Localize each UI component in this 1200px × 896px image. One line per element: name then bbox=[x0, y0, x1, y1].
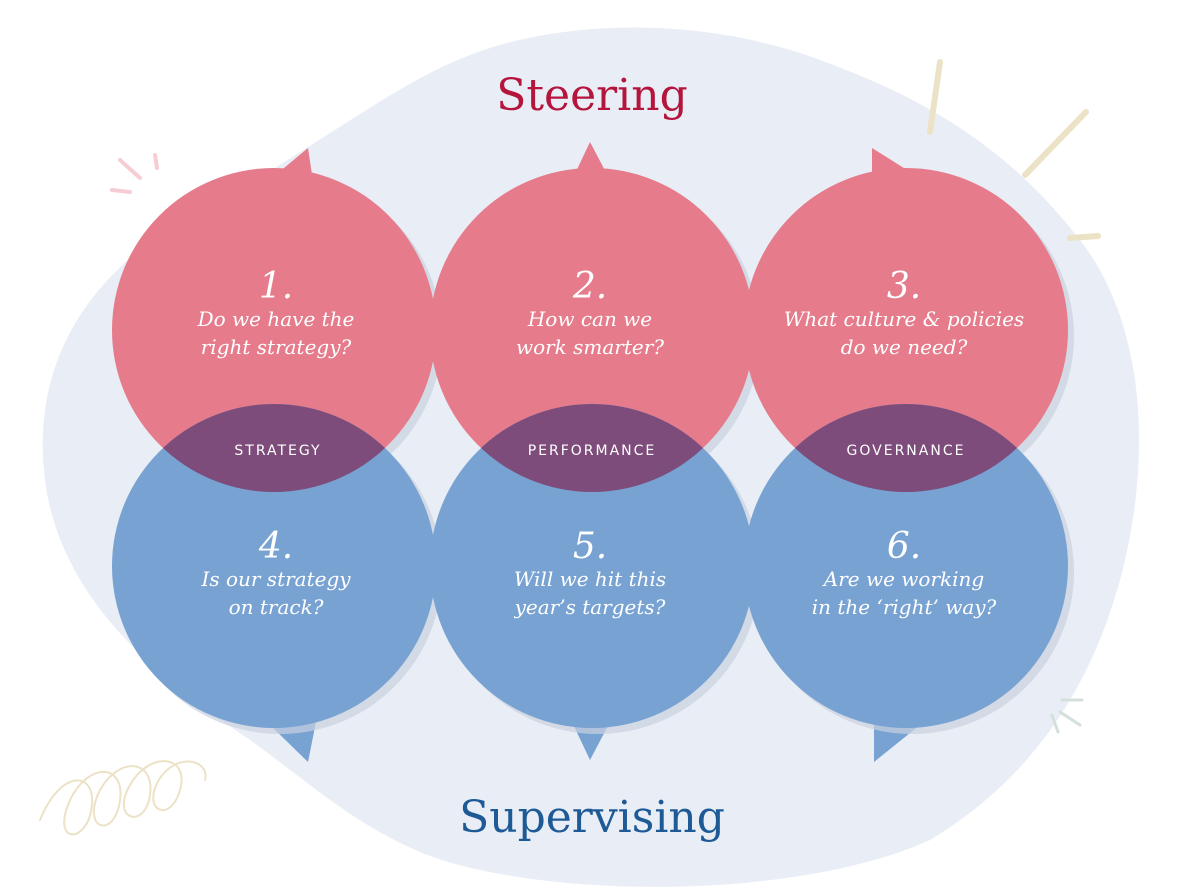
item-question-line1: How can we bbox=[527, 307, 652, 331]
steering-circle-3 bbox=[744, 168, 1068, 492]
steering-item-1: 1. Do we have the right strategy? bbox=[197, 266, 355, 359]
item-question-line1: Is our strategy bbox=[200, 567, 351, 591]
supervising-circle-4 bbox=[112, 404, 436, 728]
decorative-strokes bbox=[39, 59, 1101, 836]
item-question-line1: What culture & policies bbox=[784, 307, 1024, 331]
supervising-circles bbox=[112, 404, 1068, 728]
label-strategy: STRATEGY bbox=[234, 443, 321, 459]
steering-item-3: 3. What culture & policies do we need? bbox=[784, 266, 1024, 359]
supervising-item-4: 4. Is our strategy on track? bbox=[200, 526, 351, 619]
item-question-line2: on track? bbox=[229, 595, 324, 619]
item-question-line2: year’s targets? bbox=[514, 595, 666, 619]
supervising-circle-5 bbox=[430, 404, 754, 728]
item-number: 1. bbox=[259, 266, 293, 307]
label-governance: GOVERNANCE bbox=[847, 443, 966, 459]
label-performance: PERFORMANCE bbox=[528, 443, 657, 459]
item-number: 2. bbox=[572, 266, 607, 307]
steering-circles bbox=[112, 168, 1068, 492]
item-number: 4. bbox=[258, 526, 293, 567]
item-question-line1: Do we have the bbox=[197, 307, 355, 331]
item-question-line2: right strategy? bbox=[201, 335, 352, 359]
item-question-line1: Are we working bbox=[822, 567, 984, 591]
steering-circle-1 bbox=[112, 168, 436, 492]
steering-title: Steering bbox=[496, 70, 688, 121]
steering-circle-2 bbox=[430, 168, 754, 492]
steering-item-2: 2. How can we work smarter? bbox=[516, 266, 664, 359]
item-question-line2: do we need? bbox=[841, 335, 968, 359]
supervising-item-5: 5. Will we hit this year’s targets? bbox=[514, 526, 667, 619]
item-number: 3. bbox=[887, 266, 921, 307]
supervising-item-6: 6. Are we working in the ‘right’ way? bbox=[812, 526, 997, 619]
item-question-line1: Will we hit this bbox=[514, 567, 666, 591]
item-number: 5. bbox=[573, 526, 607, 567]
supervising-circle-6 bbox=[744, 404, 1068, 728]
item-question-line2: work smarter? bbox=[516, 335, 664, 359]
item-number: 6. bbox=[887, 526, 921, 567]
item-question-line2: in the ‘right’ way? bbox=[812, 595, 997, 619]
supervising-title: Supervising bbox=[459, 792, 725, 843]
